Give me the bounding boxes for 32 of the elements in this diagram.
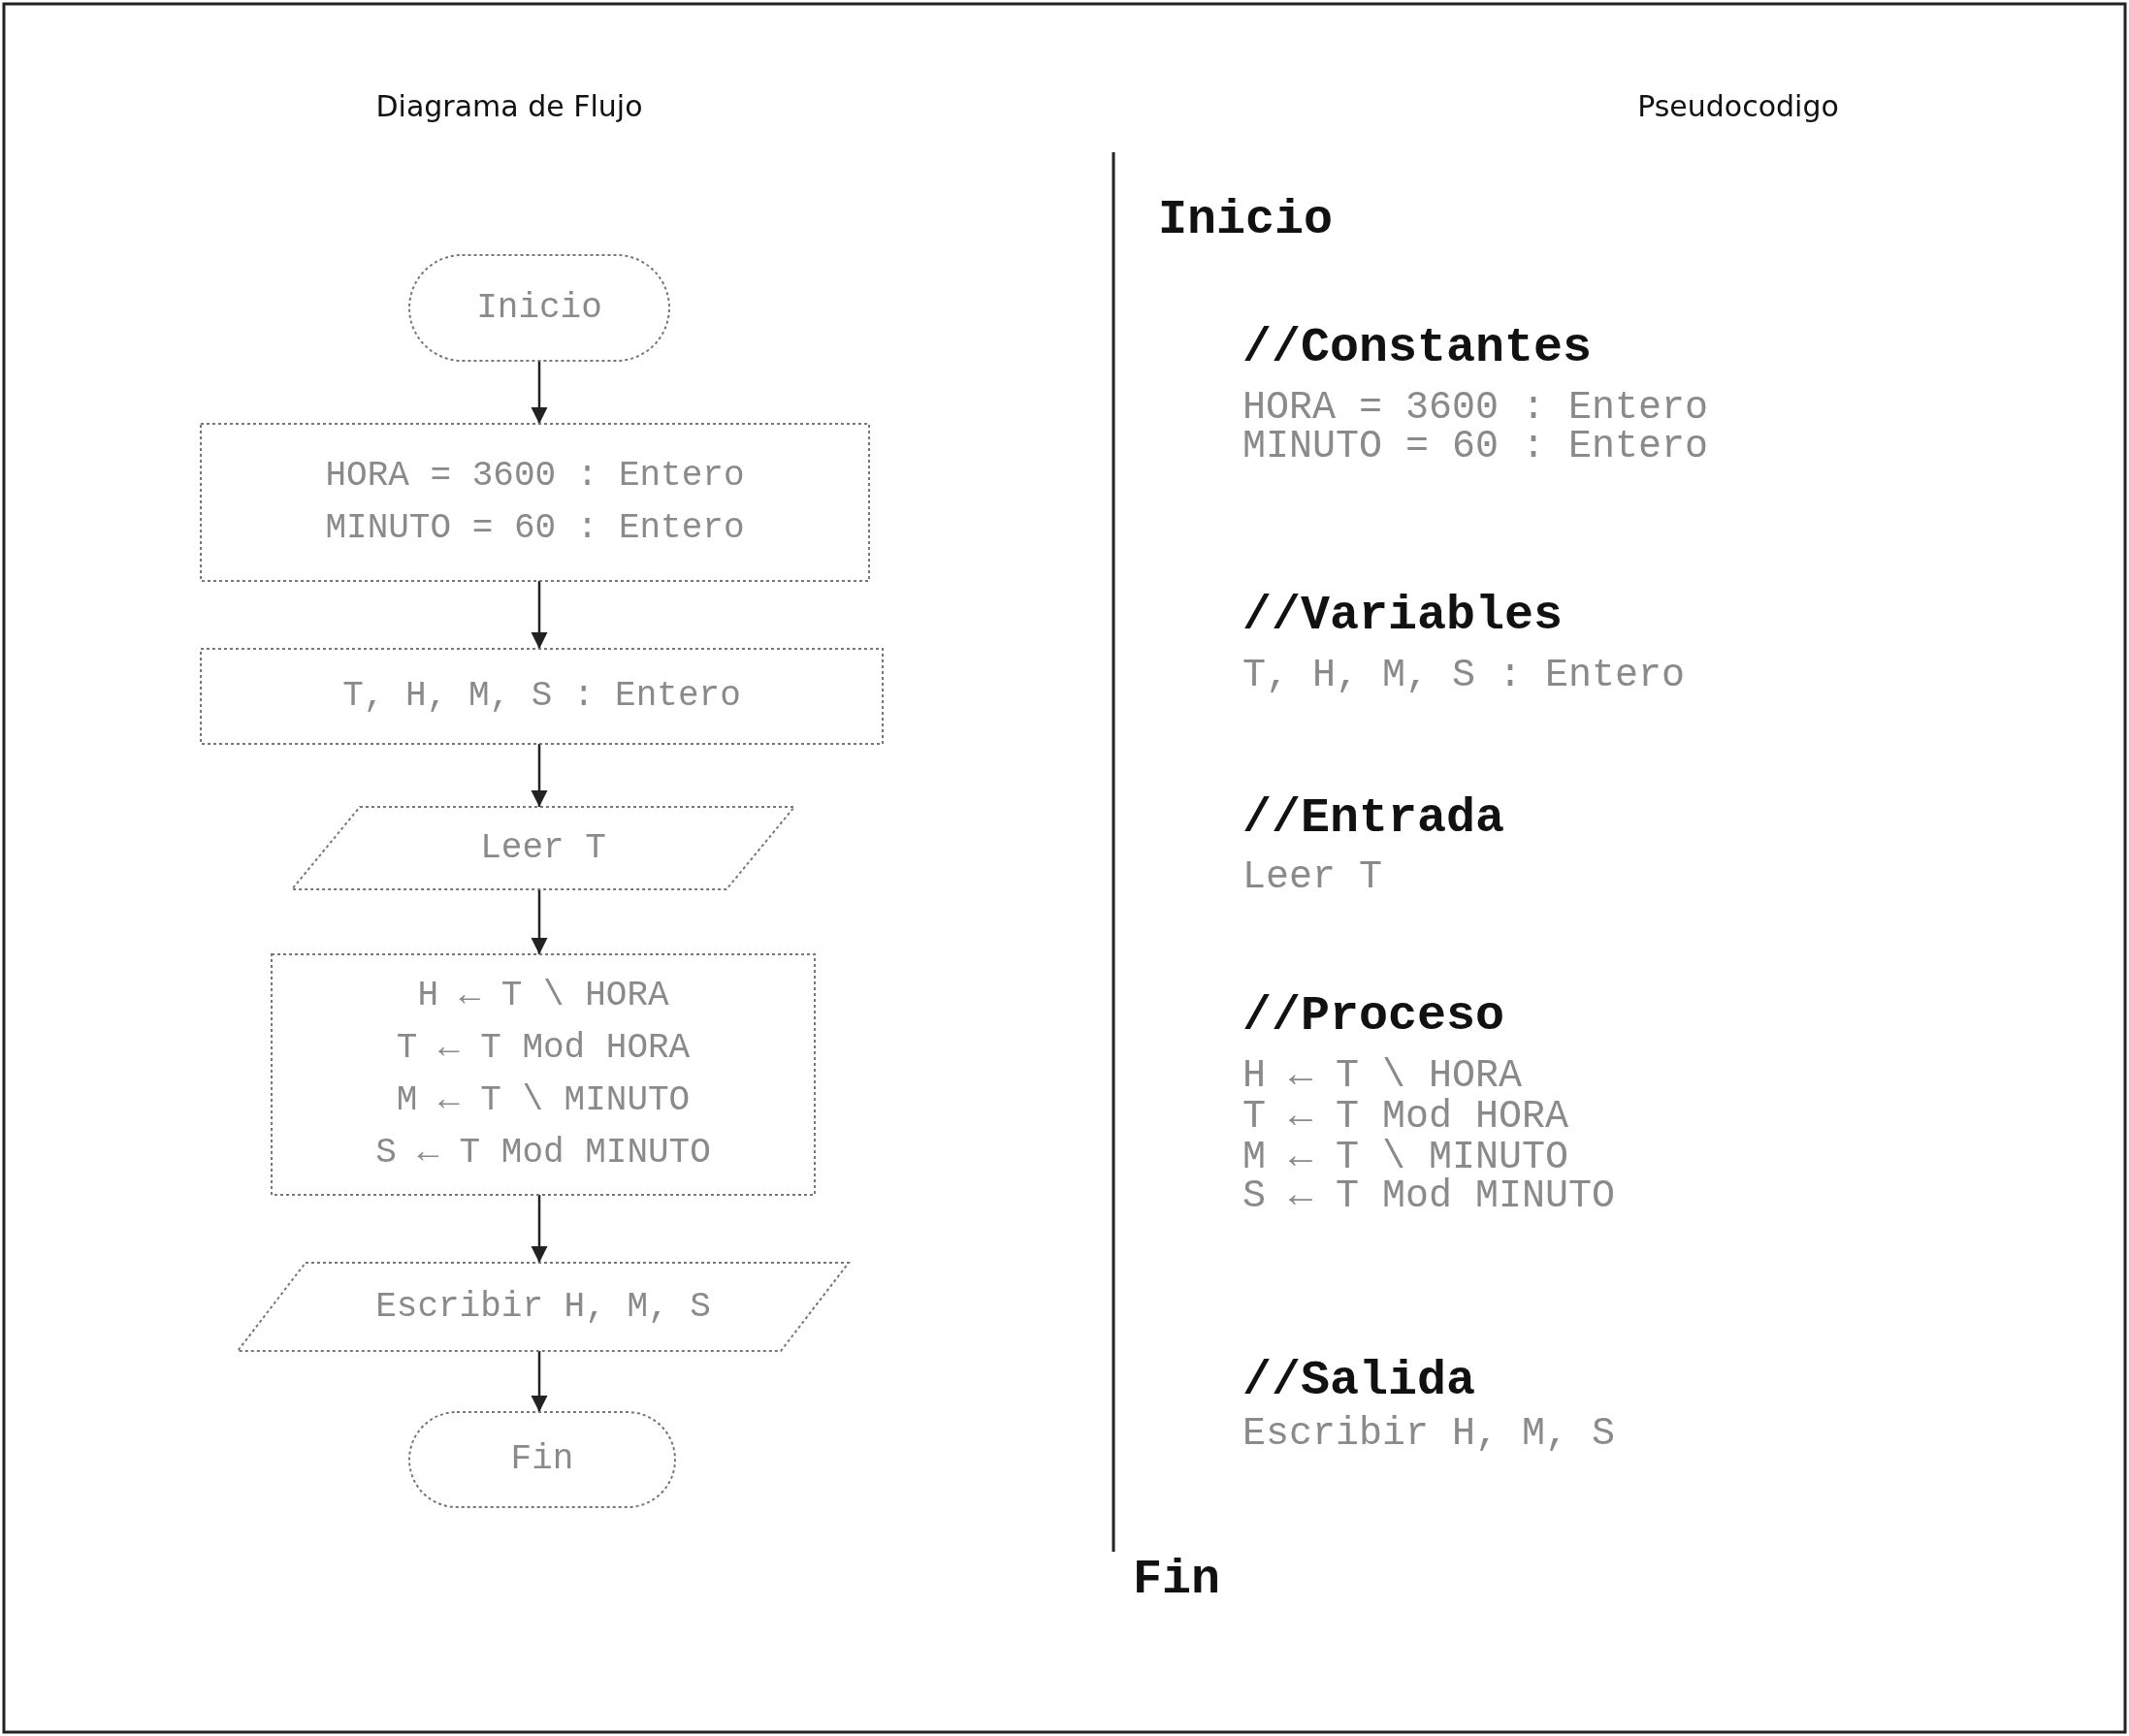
pseudocode-line: Leer T: [1242, 855, 1383, 899]
arrow: [531, 744, 548, 807]
pseudocode-line: T, H, M, S : Entero: [1242, 654, 1686, 697]
node-text: Fin: [510, 1438, 574, 1481]
pseudocode-comment: //Proceso: [1242, 988, 1505, 1044]
pseudocode-comment: //Salida: [1242, 1353, 1476, 1408]
node-text: T ← T Mod HORA: [396, 1027, 691, 1070]
panel-heading: Pseudocodigo: [1637, 89, 1839, 123]
panel-heading: Diagrama de Flujo: [375, 89, 643, 123]
pseudocode-keyword: Inicio: [1158, 192, 1334, 247]
node-text: Leer T: [480, 826, 606, 870]
pseudocode-keyword: Fin: [1133, 1552, 1220, 1607]
node-text: H ← T \ HORA: [417, 975, 669, 1017]
arrow: [531, 889, 548, 954]
arrow: [531, 361, 548, 424]
node-text: T, H, M, S : Entero: [342, 675, 741, 718]
arrow: [531, 581, 548, 649]
node-text: HORA = 3600 : Entero: [325, 455, 745, 498]
pseudocode-comment: //Entrada: [1242, 790, 1505, 846]
pseudocode-line: H ← T \ HORA: [1242, 1054, 1523, 1098]
pseudocode-line: T ← T Mod HORA: [1242, 1095, 1569, 1139]
arrow: [531, 1195, 548, 1263]
pseudocode-line: S ← T Mod MINUTO: [1242, 1174, 1616, 1218]
pseudocode-comment: //Variables: [1242, 588, 1564, 643]
pseudocode-comment: //Constantes: [1242, 320, 1593, 375]
pseudocode-line: Escribir H, M, S: [1242, 1412, 1616, 1456]
node-text: MINUTO = 60 : Entero: [325, 507, 745, 550]
node-text: M ← T \ MINUTO: [396, 1079, 691, 1122]
arrow: [531, 1351, 548, 1412]
node-text: Inicio: [476, 286, 602, 330]
node-text: Escribir H, M, S: [375, 1285, 711, 1329]
node-text: S ← T Mod MINUTO: [375, 1132, 711, 1174]
